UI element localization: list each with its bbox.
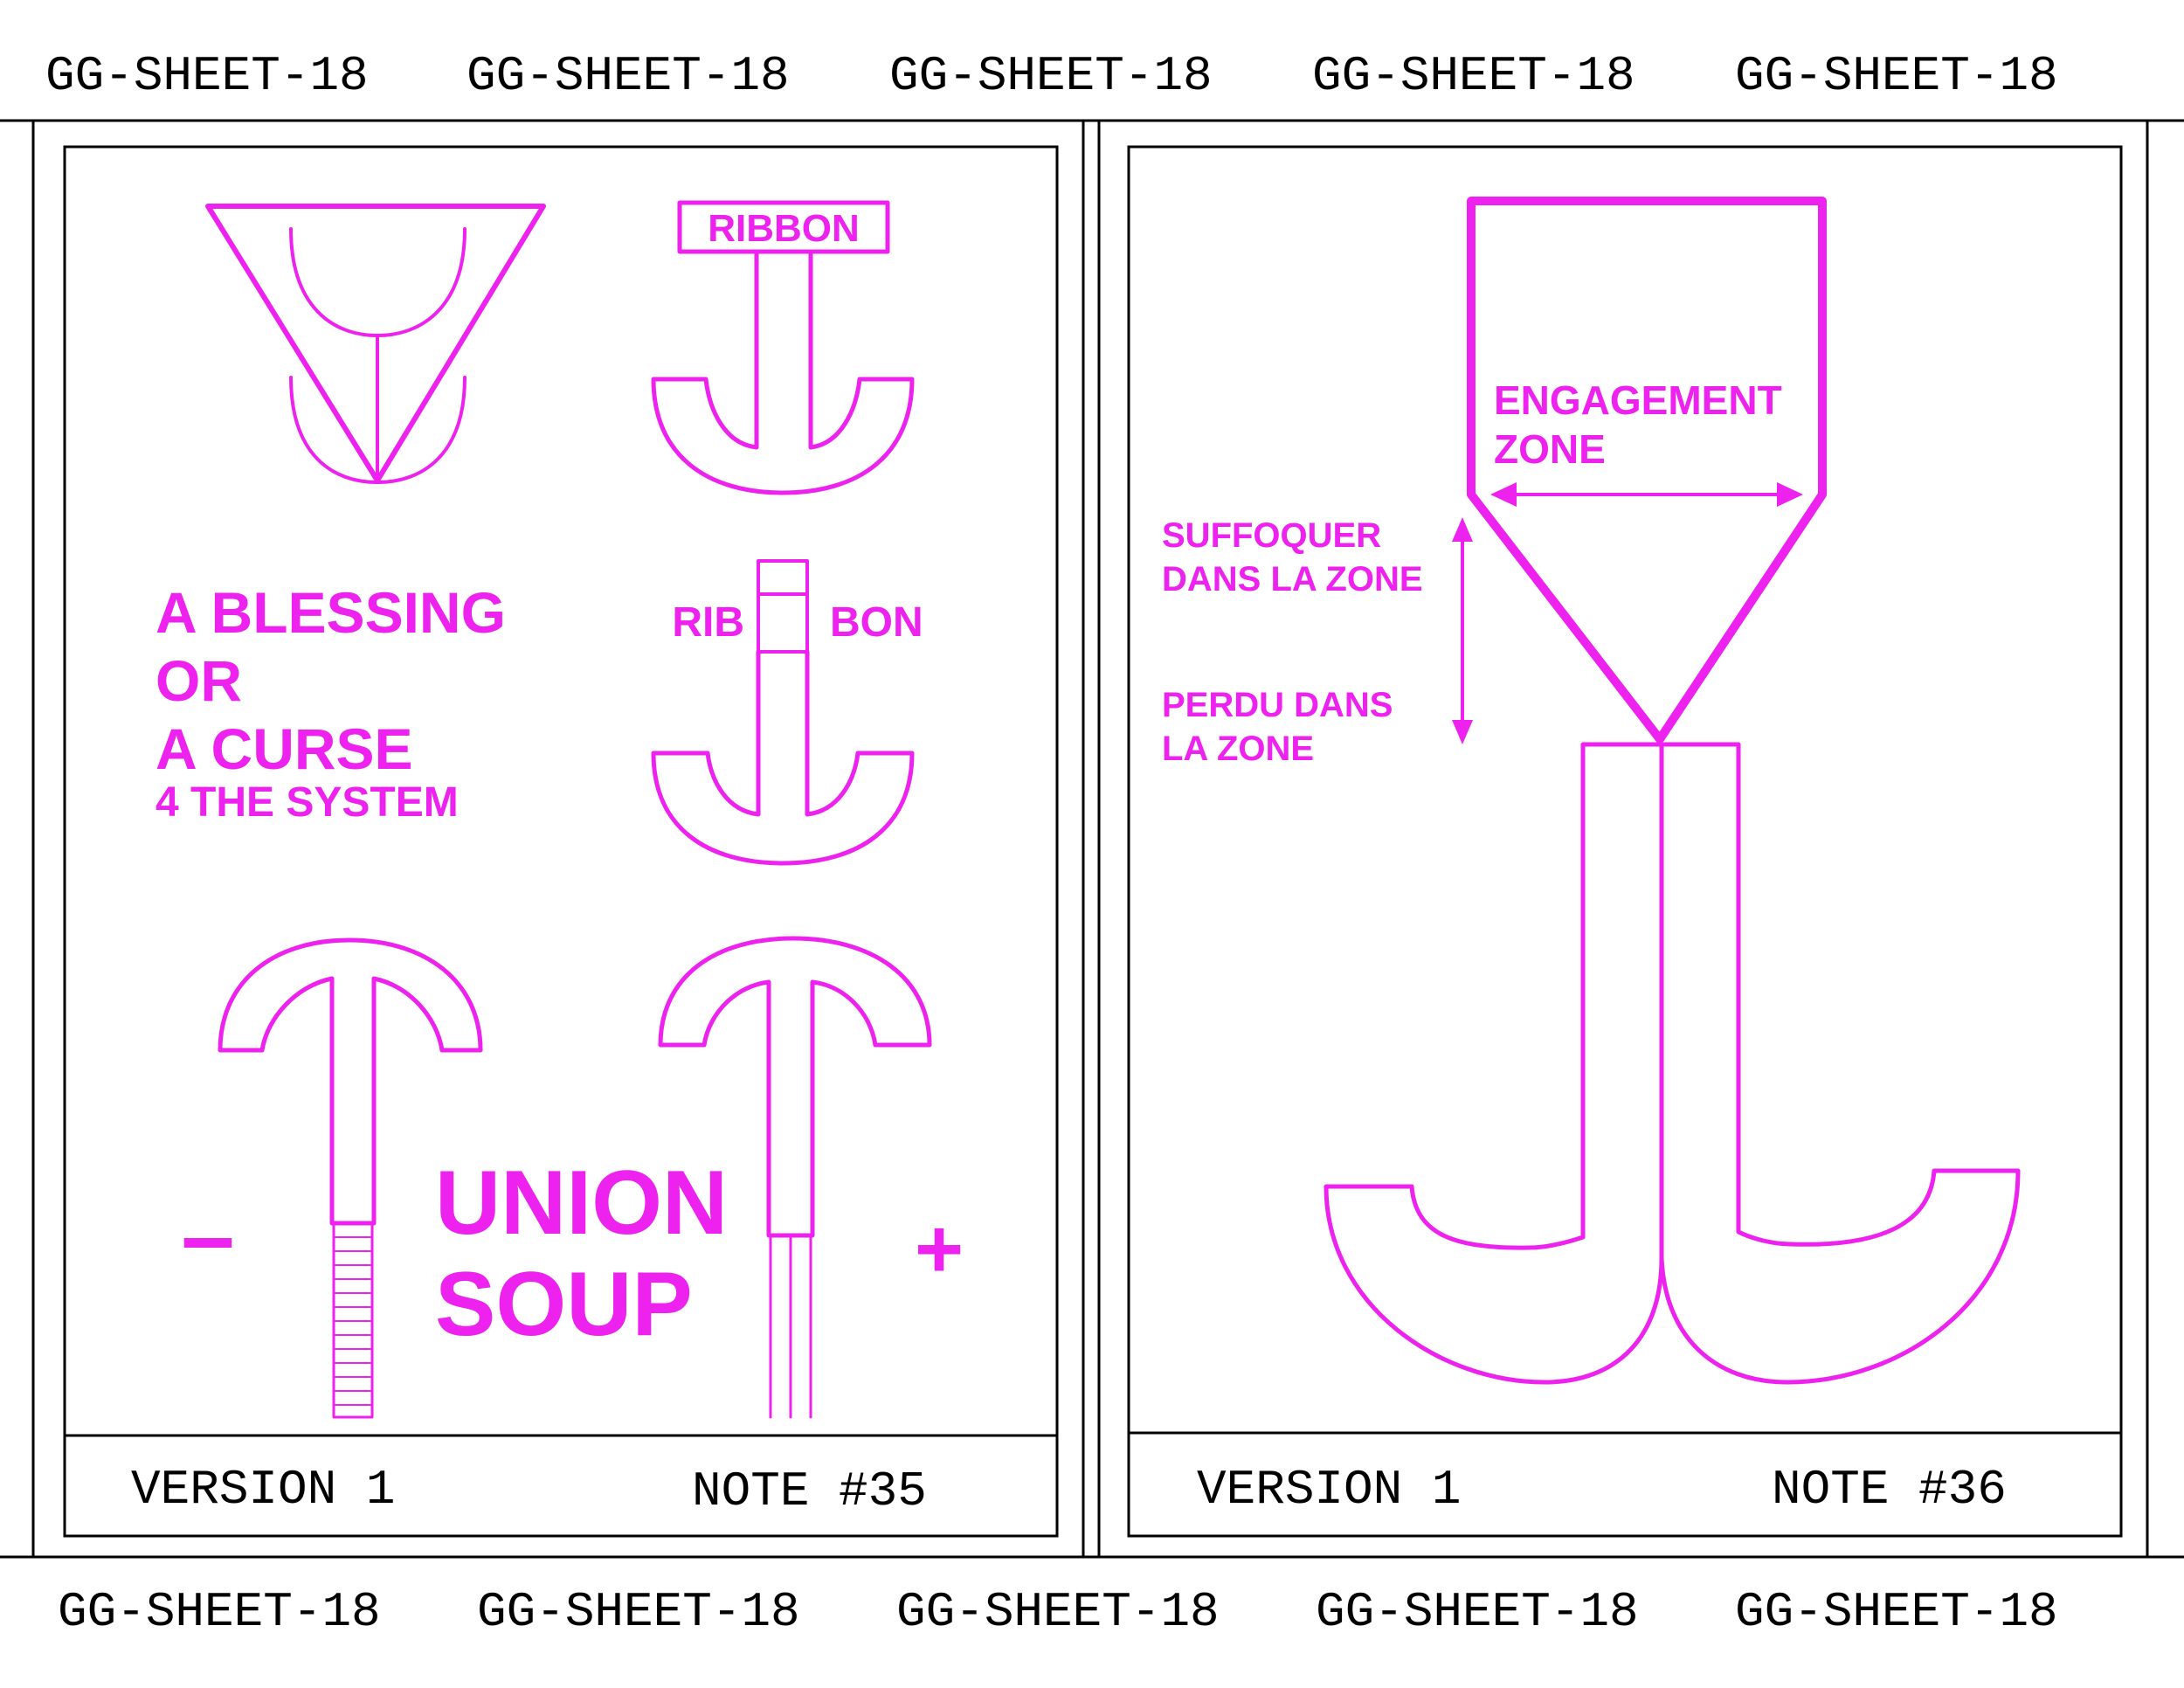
engagement-funnel-outline bbox=[1467, 197, 1827, 744]
rib-bon-anchor-glyph: RIB BON bbox=[651, 559, 923, 866]
ribbon-box bbox=[677, 200, 890, 254]
header-stamp: GG-SHEET-18 bbox=[1735, 48, 2058, 104]
union-line-1: UNION bbox=[435, 1152, 728, 1254]
arrowhead-left bbox=[1490, 482, 1517, 507]
plus-anchor-glyph: + bbox=[658, 936, 964, 1419]
header-stamp-strip: GG-SHEET-18 GG-SHEET-18 GG-SHEET-18 GG-S… bbox=[45, 48, 2058, 104]
footer-stamp: GG-SHEET-18 bbox=[1316, 1584, 1639, 1640]
footer-stamp-strip: GG-SHEET-18 GG-SHEET-18 GG-SHEET-18 GG-S… bbox=[58, 1584, 2058, 1640]
anchor-body bbox=[651, 249, 915, 495]
footer-stamp: GG-SHEET-18 bbox=[896, 1584, 1220, 1640]
bon-label: BON bbox=[830, 599, 923, 646]
note-label: NOTE #36 bbox=[1772, 1462, 2007, 1518]
minus-sign: – bbox=[181, 1182, 234, 1290]
lower-u-curve bbox=[289, 376, 467, 484]
engagement-line-2: ZONE bbox=[1494, 426, 1606, 472]
ribbon-anchor-glyph: RIBBON bbox=[651, 200, 915, 495]
note-label: NOTE #35 bbox=[692, 1463, 927, 1519]
blessing-line-2: OR bbox=[156, 648, 242, 713]
panel-note-36: ENGAGEMENT ZONE SUFFOQUER DANS LA ZONE P… bbox=[1127, 145, 2123, 1538]
blessing-line-3: A CURSE bbox=[156, 716, 413, 781]
version-label: VERSION 1 bbox=[1197, 1462, 1461, 1518]
panel-note-35: RIBBON A BLESSING OR A CURSE 4 THE SYSTE… bbox=[63, 145, 1059, 1538]
zone-depth-arrow bbox=[1452, 517, 1473, 744]
footer-stamp: GG-SHEET-18 bbox=[477, 1584, 800, 1640]
footer-stamp: GG-SHEET-18 bbox=[58, 1584, 381, 1640]
suffoquer-line-2: DANS LA ZONE bbox=[1162, 560, 1423, 598]
hatch-lines bbox=[334, 1236, 372, 1406]
anchor-arch bbox=[658, 936, 932, 1238]
blessing-line-1: A BLESSING bbox=[156, 580, 506, 645]
union-line-2: SOUP bbox=[435, 1254, 693, 1355]
header-stamp: GG-SHEET-18 bbox=[45, 48, 369, 104]
ribbon-box-label: RIBBON bbox=[708, 207, 860, 250]
plus-sign: + bbox=[915, 1202, 964, 1296]
panel-border bbox=[63, 145, 1059, 1538]
union-soup-text-block: UNION SOUP bbox=[435, 1152, 728, 1355]
footer-stamp: GG-SHEET-18 bbox=[1735, 1584, 2058, 1640]
twin-hook-glyph bbox=[1324, 742, 2021, 1385]
anchor-arch bbox=[218, 937, 483, 1226]
anchor-body bbox=[651, 649, 915, 866]
arrowhead-down bbox=[1452, 720, 1473, 744]
suffoquer-line-1: SUFFOQUER bbox=[1162, 516, 1381, 555]
engagement-line-1: ENGAGEMENT bbox=[1494, 377, 1782, 423]
blessing-line-4: 4 THE SYSTEM bbox=[156, 779, 459, 826]
blessing-text-block: A BLESSING OR A CURSE 4 THE SYSTEM bbox=[156, 580, 506, 826]
rib-label: RIB bbox=[672, 599, 744, 646]
left-hook bbox=[1324, 742, 1664, 1385]
header-stamp: GG-SHEET-18 bbox=[467, 48, 790, 104]
minus-anchor-glyph: – bbox=[181, 937, 483, 1419]
version-label: VERSION 1 bbox=[131, 1462, 395, 1518]
perdu-line-2: LA ZONE bbox=[1162, 730, 1314, 768]
triangle-glyph bbox=[205, 204, 546, 484]
perdu-line-1: PERDU DANS bbox=[1162, 686, 1393, 724]
arrowhead-right bbox=[1777, 482, 1803, 507]
panel-border bbox=[1127, 145, 2123, 1538]
right-hook bbox=[1659, 742, 2021, 1385]
arrowhead-up bbox=[1452, 517, 1473, 542]
rib-bon-stem-top bbox=[757, 559, 809, 654]
upper-u-curve bbox=[289, 227, 467, 337]
header-stamp: GG-SHEET-18 bbox=[1312, 48, 1635, 104]
triangle-outline bbox=[205, 204, 546, 483]
header-stamp: GG-SHEET-18 bbox=[889, 48, 1213, 104]
sheet-frame bbox=[0, 119, 2184, 1559]
zone-width-arrow bbox=[1490, 482, 1803, 507]
